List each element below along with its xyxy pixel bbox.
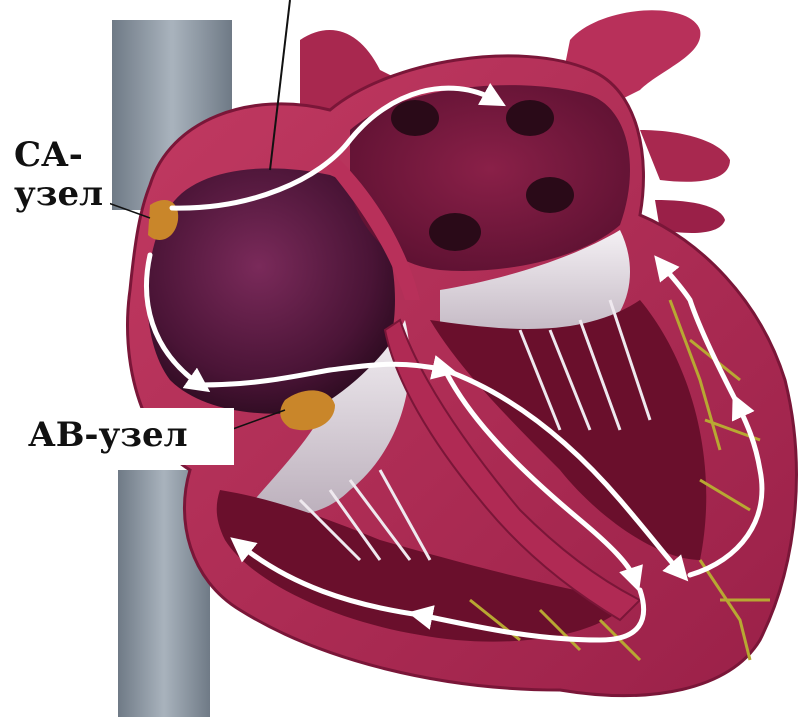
sa-node-label: СА- узел xyxy=(10,132,110,220)
sa-node-label-line1: СА- xyxy=(14,136,102,175)
sa-node-label-line2: узел xyxy=(14,175,102,214)
av-node-label: АВ-узел xyxy=(20,408,234,465)
